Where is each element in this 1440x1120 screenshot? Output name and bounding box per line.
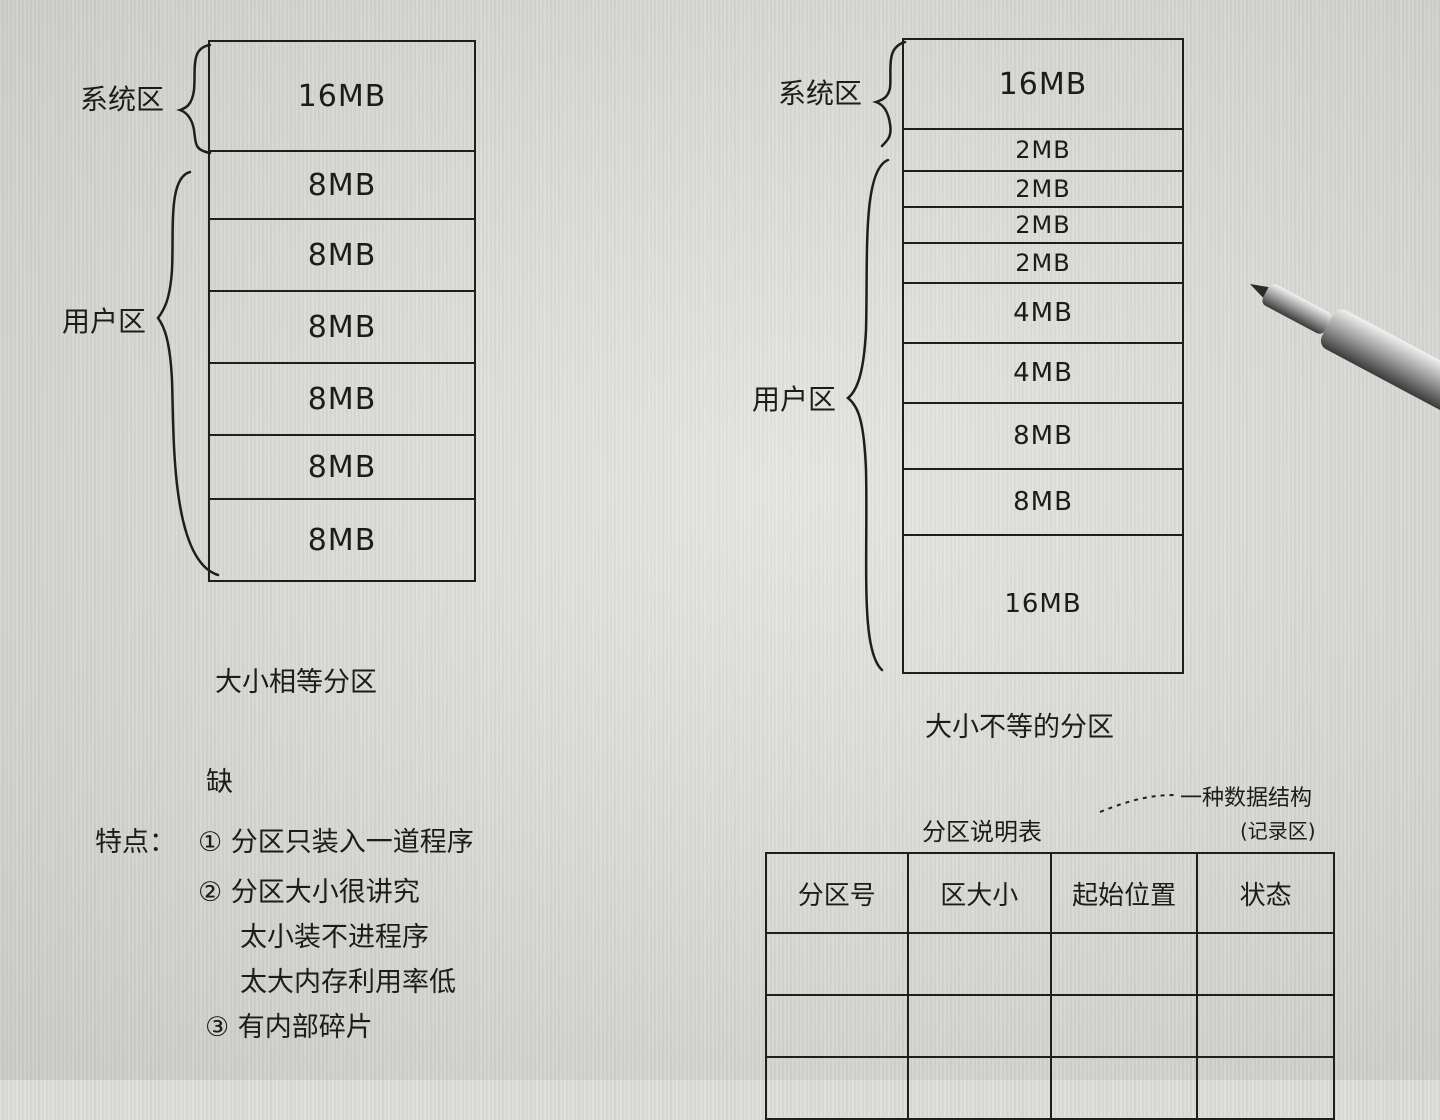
right-cell: 8MB (904, 404, 1182, 470)
left-cell: 8MB (307, 522, 377, 558)
right-cell: 4MB (904, 344, 1182, 404)
right-cell: 2MB (904, 172, 1182, 208)
braces (156, 40, 907, 672)
left-user-brace (156, 170, 220, 577)
right-memory-column: 16MB 2MB 2MB 2MB 2MB 4MB 4MB 8MB 8MB 16M… (902, 38, 1184, 674)
right-caption: 大小不等的分区 (925, 712, 1114, 743)
left-cell: 8MB (210, 220, 474, 292)
pen-body (1250, 283, 1440, 436)
notes-heading: 缺 (206, 767, 233, 798)
left-memory-column: 16MB 8MB 8MB 8MB 8MB 8MB 8MB (208, 40, 476, 582)
header-partition-size: 区大小 (906, 852, 1052, 934)
left-cell: 8MB (210, 152, 474, 220)
table-cell (765, 932, 909, 996)
right-user-area-label: 用户区 (752, 383, 837, 416)
header-partition-number: 分区号 (765, 852, 909, 934)
right-cell: 2MB (904, 244, 1182, 284)
right-cell: 8MB (904, 470, 1182, 536)
left-cell: 8MB (210, 364, 474, 436)
note-line-5: ③ 有内部碎片 (205, 1012, 373, 1043)
right-cell: 2MB (904, 208, 1182, 244)
note-line-2: ② 分区大小很讲究 (198, 877, 420, 908)
right-cell-system: 16MB (904, 40, 1182, 130)
right-system-brace (872, 40, 907, 148)
partition-table-annotation-sub: (记录区) (1240, 819, 1316, 843)
table-cell (1049, 932, 1199, 996)
table-cell (1196, 932, 1335, 996)
notes-title: 特点： (95, 827, 176, 858)
right-cell: 4MB (904, 284, 1182, 344)
header-status: 状态 (1196, 852, 1335, 934)
table-cell (1196, 994, 1335, 1058)
table-cell (906, 994, 1052, 1058)
note-line-4: 太大内存利用率低 (240, 967, 456, 998)
right-user-brace (846, 158, 890, 672)
left-cell: 8MB (210, 292, 474, 364)
table-row (765, 994, 1335, 1058)
partition-table: 分区号 区大小 起始位置 状态 (765, 852, 1335, 1120)
left-system-brace (176, 43, 212, 155)
table-cell (765, 994, 909, 1058)
table-cell (906, 932, 1052, 996)
header-start-address: 起始位置 (1049, 852, 1199, 934)
partition-table-title: 分区说明表 (922, 818, 1042, 846)
left-cell: 8MB (210, 436, 474, 500)
left-cell-system: 16MB (210, 42, 474, 152)
right-cell: 2MB (904, 130, 1182, 172)
table-row (765, 932, 1335, 996)
left-caption: 大小相等分区 (215, 667, 377, 698)
left-system-area-label: 系统区 (80, 83, 165, 116)
table-cell (1049, 994, 1199, 1058)
partition-table-annotation: 一种数据结构 (1180, 786, 1313, 811)
right-system-area-label: 系统区 (778, 77, 863, 110)
partition-table-header-row: 分区号 区大小 起始位置 状态 (765, 852, 1335, 934)
left-user-area-label: 用户区 (62, 305, 147, 338)
note-line-3: 太小装不进程序 (240, 922, 429, 953)
pen (1250, 283, 1440, 436)
right-cell: 16MB (1004, 589, 1082, 619)
note-line-1: ① 分区只装入一道程序 (198, 827, 474, 858)
